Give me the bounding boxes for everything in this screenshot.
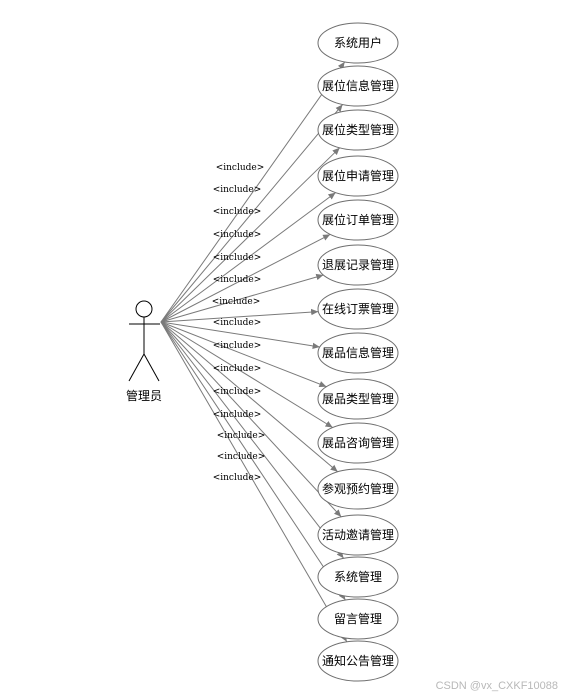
use-case: 展品类型管理 [317,378,399,420]
use-case-label: 退展记录管理 [322,257,394,272]
use-case-ellipse [317,155,399,197]
include-label: <include> [213,253,262,263]
use-case: 展位申请管理 [317,155,399,197]
use-case: 活动邀请管理 [317,514,399,556]
include-arrow [160,233,331,323]
actor-left-leg [128,353,145,382]
use-case-ellipse [317,640,399,682]
use-case-ellipse [317,332,399,374]
use-case-label: 展品类型管理 [322,391,394,406]
include-arrow [160,147,341,323]
use-case-label: 展位订单管理 [322,212,394,227]
use-case-label: 留言管理 [334,611,382,626]
include-label: <include> [213,410,262,420]
use-case: 退展记录管理 [317,244,399,286]
include-arrow [160,321,342,518]
use-case-ellipse [317,288,399,330]
include-arrow [160,321,348,643]
use-case-label: 活动邀请管理 [322,527,394,542]
actor-right-leg [143,353,160,382]
use-case-label: 展位申请管理 [322,168,394,183]
include-arrow [160,61,346,323]
include-lines [160,61,348,643]
use-case-label: 在线订票管理 [322,301,394,316]
use-case-label: 展品咨询管理 [322,435,394,450]
include-label: <include> [213,230,262,240]
actor-admin: 管理员 [126,300,162,403]
use-case: 系统用户 [317,22,399,64]
use-case-ellipse [317,109,399,151]
include-label: <include> [213,364,262,374]
actor-head-icon [135,300,153,318]
use-case: 在线订票管理 [317,288,399,330]
use-case-ellipse [317,199,399,241]
include-label: <include> [216,163,265,173]
use-case: 展位订单管理 [317,199,399,241]
use-case-label: 系统用户 [334,35,382,50]
use-case-ellipse [317,514,399,556]
include-arrow [160,321,333,428]
include-labels: <include> <include> <include> <include> <inc… [212,163,266,483]
include-label: <include> [217,431,266,441]
use-case: 系统管理 [317,556,399,598]
include-arrow [160,321,344,559]
watermark: CSDN @vx_CXKF10088 [435,680,558,692]
include-label: <include> [213,185,262,195]
use-case: 展位信息管理 [317,65,399,107]
include-label: <include> [213,341,262,351]
include-arrow [160,321,327,388]
use-case: 参观预约管理 [317,468,399,510]
use-case-label: 展品信息管理 [322,345,394,360]
use-case: 展品信息管理 [317,332,399,374]
use-case: 留言管理 [317,598,399,640]
use-case-ellipse [317,22,399,64]
include-arrow [160,321,346,601]
include-arrow [160,273,324,323]
use-case-label: 参观预约管理 [322,481,394,496]
include-label: <include> [213,275,262,285]
use-case: 通知公告管理 [317,640,399,682]
use-case-ellipse [317,378,399,420]
use-case: 展位类型管理 [317,109,399,151]
use-case-ellipse [317,556,399,598]
include-label: <include> [213,473,262,483]
use-case-ellipse [317,468,399,510]
use-case-label: 展位类型管理 [322,122,394,137]
use-case-ellipse [317,65,399,107]
use-case-ellipse [317,244,399,286]
include-arrow [160,104,343,323]
include-label: <include> [212,297,261,307]
include-label: <include> [217,452,266,462]
include-arrow [160,192,336,323]
use-case-ellipse [317,598,399,640]
use-case-label: 系统管理 [334,569,382,584]
use-case-label: 展位信息管理 [322,78,394,93]
use-case-ellipse [317,422,399,464]
include-arrow [160,321,320,350]
include-label: <include> [213,318,262,328]
use-cases: 系统用户展位信息管理展位类型管理展位申请管理展位订单管理退展记录管理在线订票管理… [317,22,399,682]
include-label: <include> [213,387,262,397]
include-arrow [160,321,339,473]
actor-label: 管理员 [126,388,162,403]
include-label: <include> [213,207,262,217]
use-case-label: 通知公告管理 [322,653,394,668]
include-arrow [160,308,319,323]
use-case: 展品咨询管理 [317,422,399,464]
